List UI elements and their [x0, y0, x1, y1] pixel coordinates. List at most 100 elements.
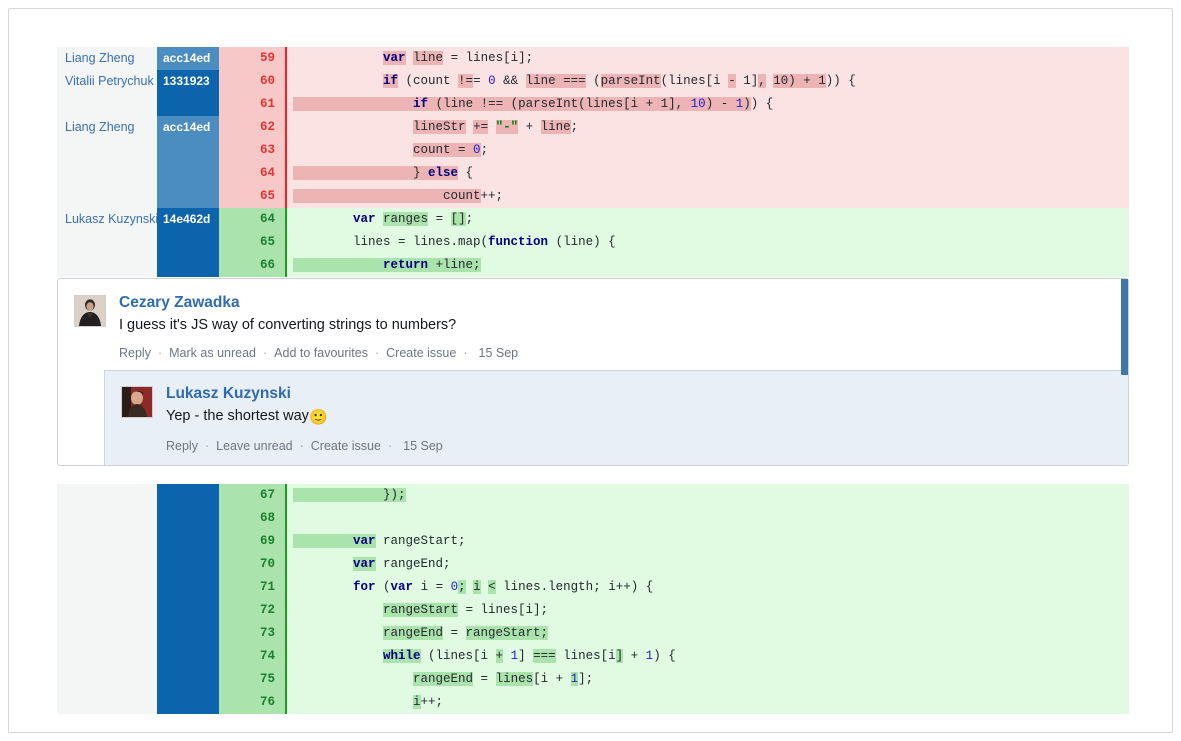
diff-row[interactable]: 72 rangeStart = lines[i];	[57, 599, 1129, 622]
mark-as-unread-link[interactable]: Mark as unread	[169, 346, 256, 360]
diff-code-line: while (lines[i + 1] === lines[i] + 1) {	[287, 645, 1129, 668]
diff-row[interactable]: 67 });	[57, 484, 1129, 507]
comment-reply: Lukasz Kuzynski Yep - the shortest way🙂 …	[105, 371, 1128, 465]
diff-commit-hash-cell[interactable]: 1331923	[157, 70, 219, 93]
diff-row[interactable]: 69 var rangeStart;	[57, 530, 1129, 553]
diff-author-cell[interactable]: Liang Zheng	[57, 47, 157, 70]
diff-author-cell	[57, 162, 157, 185]
diff-row[interactable]: 74 while (lines[i + 1] === lines[i] + 1)…	[57, 645, 1129, 668]
diff-line-number: 62	[219, 116, 287, 139]
diff-code-line: count = 0;	[287, 139, 1129, 162]
diff-line-number: 72	[219, 599, 287, 622]
reply-text-value: Yep - the shortest way	[166, 408, 309, 424]
diff-commit-hash-cell	[157, 599, 219, 622]
diff-line-number: 63	[219, 139, 287, 162]
diff-line-number: 61	[219, 93, 287, 116]
avatar-photo-icon	[75, 296, 105, 326]
diff-line-number: 70	[219, 553, 287, 576]
diff-commit-hash-cell	[157, 231, 219, 254]
diff-row[interactable]: 65 count++;	[57, 185, 1129, 208]
avatar-photo-icon	[122, 387, 152, 417]
diff-line-number: 73	[219, 622, 287, 645]
reply-text: Yep - the shortest way🙂	[166, 406, 1112, 428]
diff-author-cell[interactable]: Liang Zheng	[57, 116, 157, 139]
diff-code-line: });	[287, 484, 1129, 507]
diff-commit-hash-cell	[157, 668, 219, 691]
diff-code-line: var line = lines[i];	[287, 47, 1129, 70]
diff-commit-hash-cell	[157, 185, 219, 208]
diff-author-cell[interactable]: Vitalii Petrychuk	[57, 70, 157, 93]
comment-actions: Reply · Mark as unread · Add to favourit…	[119, 346, 1112, 360]
diff-code-line: rangeEnd = lines[i + 1];	[287, 668, 1129, 691]
comment-timestamp: 15 Sep	[478, 346, 519, 360]
diff-commit-hash-cell[interactable]: 14e462d	[157, 208, 219, 231]
diff-row[interactable]: 71 for (var i = 0; i < lines.length; i++…	[57, 576, 1129, 599]
action-separator: ·	[374, 346, 380, 360]
diff-row[interactable]: 61 if (line !== (parseInt(lines[i + 1], …	[57, 93, 1129, 116]
diff-line-number: 76	[219, 691, 287, 714]
diff-author-cell[interactable]: Lukasz Kuzynski	[57, 208, 157, 231]
diff-row[interactable]: 70 var rangeEnd;	[57, 553, 1129, 576]
diff-commit-hash-cell	[157, 691, 219, 714]
diff-commit-hash-cell	[157, 645, 219, 668]
diff-code-line: lines = lines.map(function (line) {	[287, 231, 1129, 254]
diff-commit-hash-cell	[157, 576, 219, 599]
action-separator: ·	[204, 439, 210, 453]
reply-link[interactable]: Reply	[166, 439, 198, 453]
diff-row[interactable]: 68	[57, 507, 1129, 530]
action-separator: ·	[463, 346, 468, 360]
diff-code-line: lineStr += "-" + line;	[287, 116, 1129, 139]
reply-link[interactable]: Reply	[119, 346, 151, 360]
avatar-lukasz-kuzynski	[121, 386, 153, 418]
diff-commit-hash-cell	[157, 622, 219, 645]
create-issue-link[interactable]: Create issue	[386, 346, 457, 360]
diff-author-cell	[57, 507, 157, 530]
diff-author-cell	[57, 484, 157, 507]
diff-author-cell	[57, 645, 157, 668]
diff-line-number: 65	[219, 231, 287, 254]
comment-thread-card: Cezary Zawadka I guess it's JS way of co…	[57, 278, 1129, 466]
diff-line-number: 66	[219, 254, 287, 277]
diff-commit-hash-cell	[157, 507, 219, 530]
diff-author-cell	[57, 691, 157, 714]
diff-line-number: 75	[219, 668, 287, 691]
smiley-emoji-icon: 🙂	[308, 409, 328, 426]
diff-commit-hash-cell[interactable]: acc14ed	[157, 47, 219, 70]
diff-author-cell	[57, 93, 157, 116]
diff-row[interactable]: 75 rangeEnd = lines[i + 1];	[57, 668, 1129, 691]
diff-line-number: 69	[219, 530, 287, 553]
diff-row[interactable]: 65 lines = lines.map(function (line) {	[57, 231, 1129, 254]
diff-author-cell	[57, 622, 157, 645]
diff-row[interactable]: 66 return +line;	[57, 254, 1129, 277]
comment-reply-container: Lukasz Kuzynski Yep - the shortest way🙂 …	[104, 370, 1128, 465]
create-issue-link[interactable]: Create issue	[310, 439, 381, 453]
reply-actions: Reply · Leave unread · Create issue · 15…	[166, 439, 1112, 453]
reply-author-name[interactable]: Lukasz Kuzynski	[166, 385, 291, 402]
comment-text: I guess it's JS way of converting string…	[119, 317, 457, 333]
leave-unread-link[interactable]: Leave unread	[216, 439, 293, 453]
diff-commit-hash-cell	[157, 530, 219, 553]
diff-code-line	[287, 507, 1129, 530]
action-separator: ·	[387, 439, 393, 453]
diff-author-cell	[57, 576, 157, 599]
diff-code-line: rangeEnd = rangeStart;	[287, 622, 1129, 645]
comment-author-name[interactable]: Cezary Zawadka	[119, 294, 240, 311]
diff-row[interactable]: 64 } else {	[57, 162, 1129, 185]
add-to-favourites-link[interactable]: Add to favourites	[274, 346, 368, 360]
diff-code-line: var rangeStart;	[287, 530, 1129, 553]
diff-row[interactable]: 63 count = 0;	[57, 139, 1129, 162]
diff-code-line: i++;	[287, 691, 1129, 714]
diff-commit-hash-cell[interactable]: acc14ed	[157, 116, 219, 139]
diff-row[interactable]: 76 i++;	[57, 691, 1129, 714]
diff-author-cell	[57, 553, 157, 576]
avatar-cezary-zawadka	[74, 295, 106, 327]
diff-code-line: var ranges = [];	[287, 208, 1129, 231]
diff-row[interactable]: 73 rangeEnd = rangeStart;	[57, 622, 1129, 645]
diff-code-line: if (line !== (parseInt(lines[i + 1], 10)…	[287, 93, 1129, 116]
diff-line-number: 67	[219, 484, 287, 507]
